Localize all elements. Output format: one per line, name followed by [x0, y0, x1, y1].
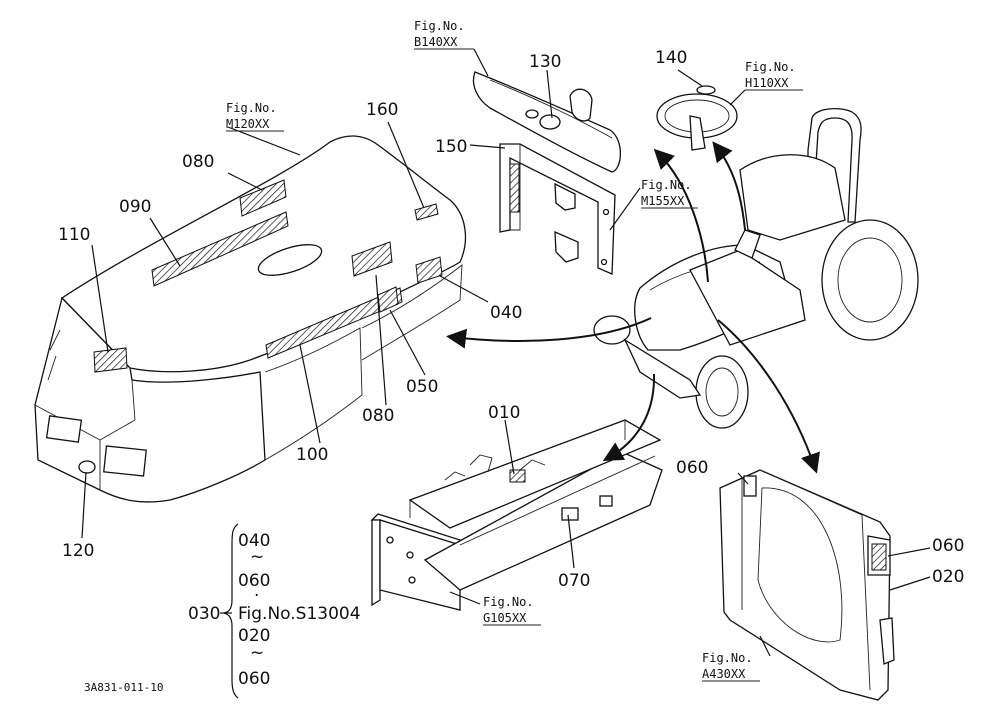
callout-060-right: 060: [932, 536, 964, 556]
decal-100: [265, 287, 403, 359]
callout-140: 140: [655, 48, 687, 68]
range-tilde-b: ~: [250, 643, 264, 663]
callout-040: 040: [490, 303, 522, 323]
hood-leaders: [81, 121, 489, 539]
leader-060-left: [737, 472, 749, 485]
callout-030: 030: [188, 604, 220, 624]
range-fig-ref: Fig.No.S13004: [238, 604, 361, 624]
decal-080-side: [351, 241, 393, 277]
fig-ref-g105: G105XX: [483, 611, 527, 625]
leader-020: [889, 576, 931, 591]
callout-060-left: 060: [676, 458, 708, 478]
leader-010: [504, 419, 515, 475]
tractor-illustration: [593, 107, 919, 429]
leader-060-right: [887, 547, 931, 557]
decal-090: [151, 211, 289, 287]
fig-label-a430: Fig.No.: [702, 651, 753, 665]
leader-140: [677, 69, 703, 87]
leader-g105: [449, 591, 481, 605]
fig-label-b140: Fig.No.: [414, 19, 465, 33]
callout-070: 070: [558, 571, 590, 591]
leader-m155: [609, 187, 641, 231]
direction-arrows: [446, 141, 820, 474]
callout-130: 130: [529, 52, 561, 72]
leader-130: [546, 69, 553, 119]
fig-label-g105: Fig.No.: [483, 595, 534, 609]
callout-080-top: 080: [182, 152, 214, 172]
callout-050: 050: [406, 377, 438, 397]
fig-ref-a430: A430XX: [702, 667, 746, 681]
leader-150: [469, 144, 506, 149]
range-dot: ·: [254, 586, 259, 606]
fig-ref-m155: M155XX: [641, 194, 685, 208]
callout-100: 100: [296, 445, 328, 465]
callout-150: 150: [435, 137, 467, 157]
bracket-150-illustration: [499, 143, 616, 275]
callout-labels: 080 090 110 160 040 050 080 100 120 130 …: [58, 48, 964, 591]
dash-panel-illustration: [472, 71, 622, 173]
callout-090: 090: [119, 197, 151, 217]
fig-label-m120: Fig.No.: [226, 101, 277, 115]
callout-110: 110: [58, 225, 90, 245]
range-from-b: 020: [238, 626, 270, 646]
fig-ref-m120: M120XX: [226, 117, 270, 131]
figure-references: Fig.No. B140XX Fig.No. H110XX Fig.No. M1…: [226, 19, 803, 682]
callout-080-bottom: 080: [362, 406, 394, 426]
range-tilde-a: ~: [250, 547, 264, 567]
decal-080-top: [239, 179, 287, 217]
drawing-number: 3A831-011-10: [84, 681, 163, 694]
hood-illustration: [34, 135, 467, 503]
range-note: 040 ~ 060 · Fig.No.S13004 020 ~ 060 030: [188, 523, 361, 699]
frame-illustration: [370, 419, 663, 611]
steering-wheel-illustration: [656, 85, 738, 151]
leader-070: [567, 514, 575, 569]
callout-120: 120: [62, 541, 94, 561]
leader-a430: [759, 635, 771, 657]
callout-010: 010: [488, 403, 520, 423]
decal-040: [415, 256, 443, 284]
fig-ref-h110: H110XX: [745, 76, 789, 90]
range-to-a: 060: [238, 571, 270, 591]
range-to-b: 060: [238, 669, 270, 689]
range-from-a: 040: [238, 531, 270, 551]
fig-ref-b140: B140XX: [414, 35, 458, 49]
fig-label-h110: Fig.No.: [745, 60, 796, 74]
fig-label-m155: Fig.No.: [641, 178, 692, 192]
decal-050: [377, 286, 399, 313]
decal-110: [93, 347, 128, 373]
callout-160: 160: [366, 100, 398, 120]
decal-160: [414, 203, 439, 221]
shroud-illustration: [719, 469, 895, 701]
callout-020: 020: [932, 567, 964, 587]
